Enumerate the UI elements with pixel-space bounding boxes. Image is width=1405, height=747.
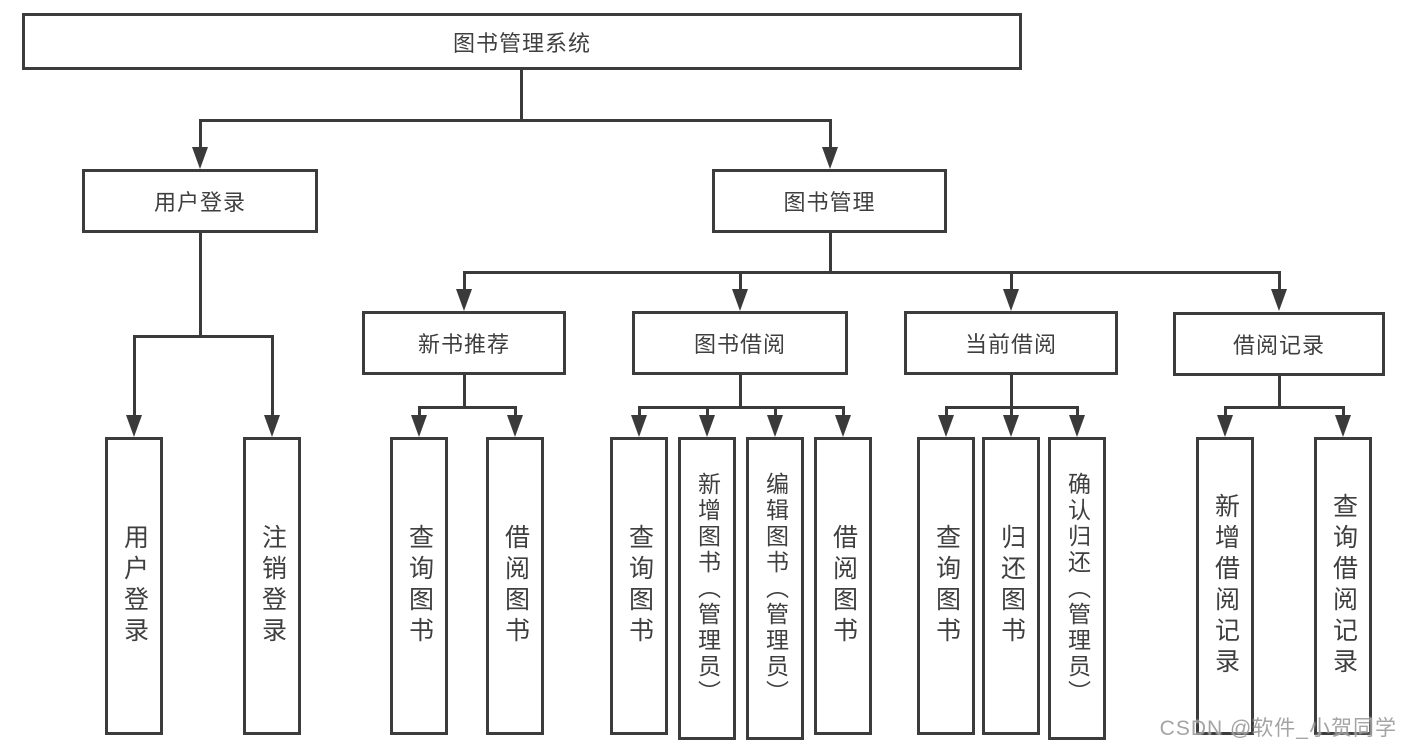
connector-line bbox=[706, 406, 709, 418]
connector-line bbox=[829, 119, 832, 152]
connector-line bbox=[463, 271, 1280, 274]
leaf-query-book-current: 查询图书 bbox=[917, 437, 975, 735]
connector-line bbox=[638, 406, 845, 409]
connector-line bbox=[638, 406, 641, 418]
connector-line bbox=[1010, 375, 1013, 408]
connector-line bbox=[829, 233, 832, 274]
arrow-down-icon bbox=[631, 415, 647, 437]
connector-line bbox=[842, 406, 845, 418]
connector-line bbox=[1342, 406, 1345, 418]
connector-line bbox=[774, 406, 777, 418]
connector-line bbox=[1010, 271, 1013, 292]
connector-line bbox=[1278, 376, 1281, 408]
arrow-down-icon bbox=[699, 415, 715, 437]
connector-line bbox=[1010, 406, 1013, 418]
node-current-borrowing: 当前借阅 bbox=[904, 311, 1118, 375]
leaf-logout: 注销登录 bbox=[243, 437, 301, 735]
node-user-login: 用户登录 bbox=[82, 169, 318, 233]
arrow-down-icon bbox=[767, 415, 783, 437]
arrow-down-icon bbox=[411, 415, 427, 437]
arrow-down-icon bbox=[1217, 415, 1233, 437]
leaf-add-borrow-record: 新增借阅记录 bbox=[1196, 437, 1254, 735]
arrow-down-icon bbox=[1271, 289, 1287, 311]
connector-line bbox=[739, 375, 742, 408]
arrow-down-icon bbox=[822, 147, 838, 169]
arrow-down-icon bbox=[1069, 415, 1085, 437]
arrow-down-icon bbox=[1003, 289, 1019, 311]
arrow-down-icon bbox=[1003, 415, 1019, 437]
arrow-down-icon bbox=[456, 289, 472, 311]
connector-line bbox=[1224, 406, 1345, 409]
leaf-query-book-borrow: 查询图书 bbox=[610, 437, 668, 735]
connector-line bbox=[739, 271, 742, 292]
arrow-down-icon bbox=[264, 415, 280, 437]
csdn-watermark: CSDN @软件_小贺同学 bbox=[1159, 717, 1397, 740]
connector-line bbox=[133, 335, 136, 418]
arrow-down-icon bbox=[732, 289, 748, 311]
leaf-confirm-return-admin: 确认归还（管理员） bbox=[1048, 437, 1106, 740]
arrow-down-icon bbox=[507, 415, 523, 437]
arrow-down-icon bbox=[126, 415, 142, 437]
leaf-add-book-admin: 新增图书（管理员） bbox=[678, 437, 736, 740]
connector-line bbox=[520, 70, 523, 121]
connector-line bbox=[199, 233, 202, 337]
leaf-borrow-book-newrec: 借阅图书 bbox=[486, 437, 544, 735]
leaf-query-book-newrec: 查询图书 bbox=[390, 437, 448, 735]
node-library-management-system: 图书管理系统 bbox=[22, 13, 1022, 70]
connector-line bbox=[133, 335, 274, 338]
arrow-down-icon bbox=[192, 147, 208, 169]
connector-line bbox=[1076, 406, 1079, 418]
connector-line bbox=[418, 406, 421, 418]
connector-line bbox=[199, 119, 832, 122]
connector-line bbox=[1224, 406, 1227, 418]
connector-line bbox=[463, 271, 466, 292]
connector-line bbox=[514, 406, 517, 418]
connector-line bbox=[271, 335, 274, 418]
node-borrowing-records: 借阅记录 bbox=[1173, 312, 1385, 376]
leaf-query-borrow-record: 查询借阅记录 bbox=[1314, 437, 1372, 735]
node-book-borrowing: 图书借阅 bbox=[632, 311, 848, 375]
leaf-user-login: 用户登录 bbox=[105, 437, 163, 735]
connector-line bbox=[418, 406, 517, 409]
arrow-down-icon bbox=[938, 415, 954, 437]
connector-line bbox=[945, 406, 948, 418]
node-book-management: 图书管理 bbox=[712, 169, 947, 233]
connector-line bbox=[463, 375, 466, 408]
connector-line bbox=[1278, 271, 1281, 292]
connector-line bbox=[199, 119, 202, 152]
node-new-book-recommend: 新书推荐 bbox=[362, 311, 566, 375]
arrow-down-icon bbox=[1335, 415, 1351, 437]
arrow-down-icon bbox=[835, 415, 851, 437]
leaf-borrow-book: 借阅图书 bbox=[814, 437, 872, 735]
leaf-edit-book-admin: 编辑图书（管理员） bbox=[746, 437, 804, 740]
leaf-return-book: 归还图书 bbox=[982, 437, 1040, 735]
